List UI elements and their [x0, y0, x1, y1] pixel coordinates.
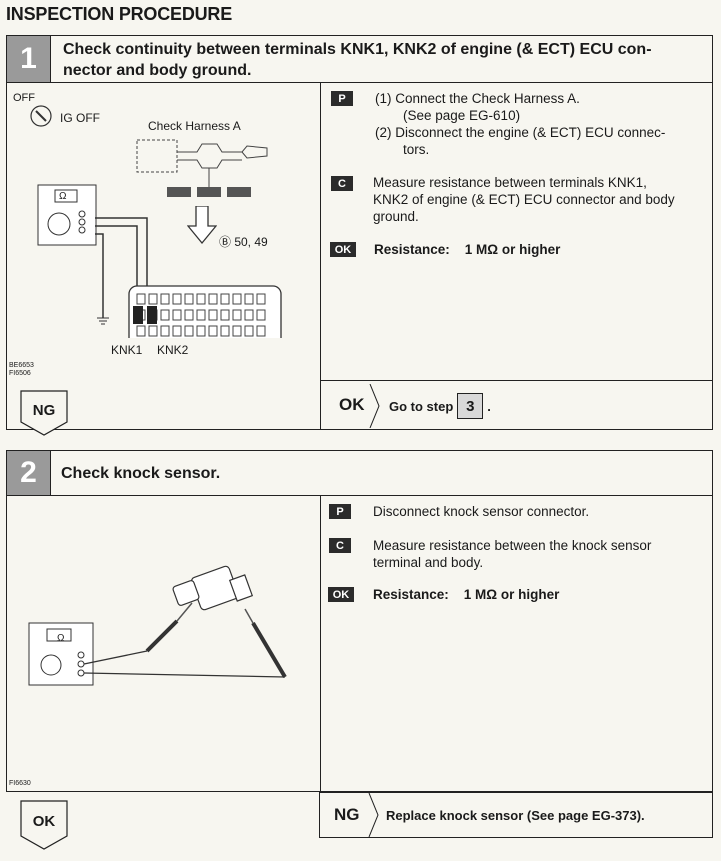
step1-header-divider [7, 82, 712, 83]
ng-flag-label: NG [32, 401, 56, 419]
knk2-label: KNK2 [157, 343, 189, 357]
goto-step-box: 3 [457, 393, 484, 419]
down-arrow-icon [187, 206, 217, 244]
figure-id-2: FI6506 [9, 370, 31, 377]
step1-p-line4: tors. [403, 142, 430, 157]
badge-c: C [331, 176, 353, 191]
figure-id-1: BE6653 [9, 362, 34, 369]
knk1-label: KNK1 [111, 343, 143, 357]
step2-badge-ok: OK [328, 587, 354, 602]
step2-c-line2: terminal and body. [373, 555, 484, 570]
step2-result-label: NG [334, 805, 360, 824]
step2-section: 2 Check knock sensor. Ω FI6630 P Disconn… [6, 450, 713, 792]
check-harness-label: Check Harness A [148, 119, 241, 133]
step2-badge-c: C [329, 538, 351, 553]
step1-number: 1 [7, 36, 51, 82]
step1-c-line2: KNK2 of engine (& ECT) ECU connector and… [373, 192, 675, 207]
terminal-label: Ⓑ 50, 49 [219, 235, 268, 249]
step1-title-line1: Check continuity between terminals KNK1,… [63, 41, 652, 58]
off-label: OFF [13, 92, 35, 104]
step2-result-chevron-icon [368, 793, 379, 837]
step1-footer-divider [320, 380, 712, 381]
step2-number: 2 [7, 451, 51, 495]
step1-goto: Go to step 3 . [389, 393, 491, 419]
knock-sensor-diagram [28, 565, 287, 686]
step1-p-line2: (See page EG-610) [403, 108, 521, 123]
ig-off-label: IG OFF [60, 111, 100, 125]
step1-c-line1: Measure resistance between terminals KNK… [373, 175, 647, 190]
ig-off-icon [30, 105, 52, 127]
step2-c-line1: Measure resistance between the knock sen… [373, 538, 652, 553]
step1-title-line2: nector and body ground. [63, 62, 252, 79]
goto-period: . [487, 398, 491, 414]
step2-column-divider [320, 495, 321, 791]
step1-column-divider [320, 82, 321, 429]
step2-result-text: Replace knock sensor (See page EG-373). [386, 808, 645, 823]
step1-result-label: OK [339, 395, 365, 414]
step1-ok-text: Resistance: 1 MΩ or higher [374, 242, 561, 257]
page-title: INSPECTION PROCEDURE [6, 4, 233, 24]
harness-diagram [136, 139, 268, 197]
meter-omega-label: Ω [59, 191, 67, 202]
ok-flag-shape [20, 800, 68, 850]
step1-c-line3: ground. [373, 209, 419, 224]
step1-p-line1: (1) Connect the Check Harness A. [375, 91, 580, 106]
step2-ok-text: Resistance: 1 MΩ or higher [373, 587, 560, 602]
goto-text: Go to step [389, 398, 454, 414]
step2-result-box: NG Replace knock sensor (See page EG-373… [319, 792, 713, 838]
badge-ok: OK [330, 242, 356, 257]
ecu-connector-diagram [95, 217, 282, 338]
step2-badge-p: P [329, 504, 351, 519]
result-chevron-icon [369, 384, 380, 428]
ohmmeter-icon [37, 184, 97, 246]
ng-flag-shape [20, 390, 68, 436]
badge-p: P [331, 91, 353, 106]
step2-header-divider [7, 495, 712, 496]
step2-meter-omega-label: Ω [57, 633, 65, 644]
step2-figure-id: FI6630 [9, 780, 31, 787]
step1-section: 1 Check continuity between terminals KNK… [6, 35, 713, 430]
step2-p-text: Disconnect knock sensor connector. [373, 504, 590, 519]
step1-p-line3: (2) Disconnect the engine (& ECT) ECU co… [375, 125, 666, 140]
step2-title: Check knock sensor. [61, 465, 221, 482]
ok-flag-label: OK [32, 812, 56, 830]
